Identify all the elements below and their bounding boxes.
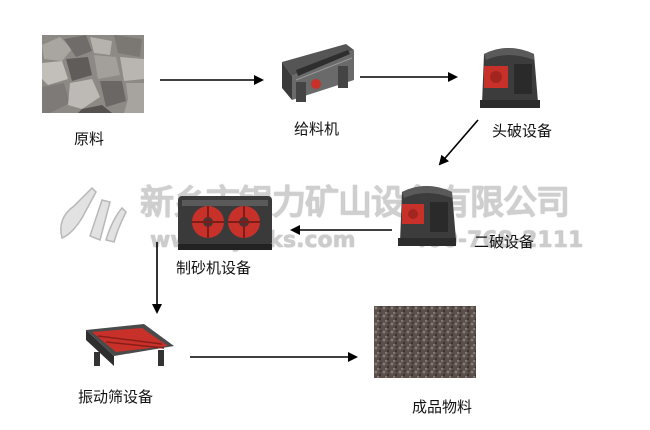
vibrating-screen-image bbox=[86, 324, 174, 366]
sand-maker-image bbox=[178, 196, 272, 250]
arrow-primary-to-secondary bbox=[438, 119, 479, 166]
node-label-raw: 原料 bbox=[74, 130, 105, 148]
raw-material-image bbox=[42, 35, 144, 113]
node-label-sandmaker: 制砂机设备 bbox=[176, 259, 252, 277]
node-label-screen: 振动筛设备 bbox=[78, 388, 154, 406]
node-label-primary: 头破设备 bbox=[492, 122, 553, 140]
primary-crusher-image bbox=[480, 48, 540, 108]
product-image bbox=[374, 306, 476, 378]
node-label-product: 成品物料 bbox=[412, 398, 473, 416]
secondary-crusher-image bbox=[398, 186, 456, 246]
watermark-logo bbox=[60, 186, 127, 243]
node-label-feeder: 给料机 bbox=[294, 120, 340, 138]
node-label-secondary: 二破设备 bbox=[474, 233, 535, 251]
feeder-image bbox=[282, 44, 354, 102]
